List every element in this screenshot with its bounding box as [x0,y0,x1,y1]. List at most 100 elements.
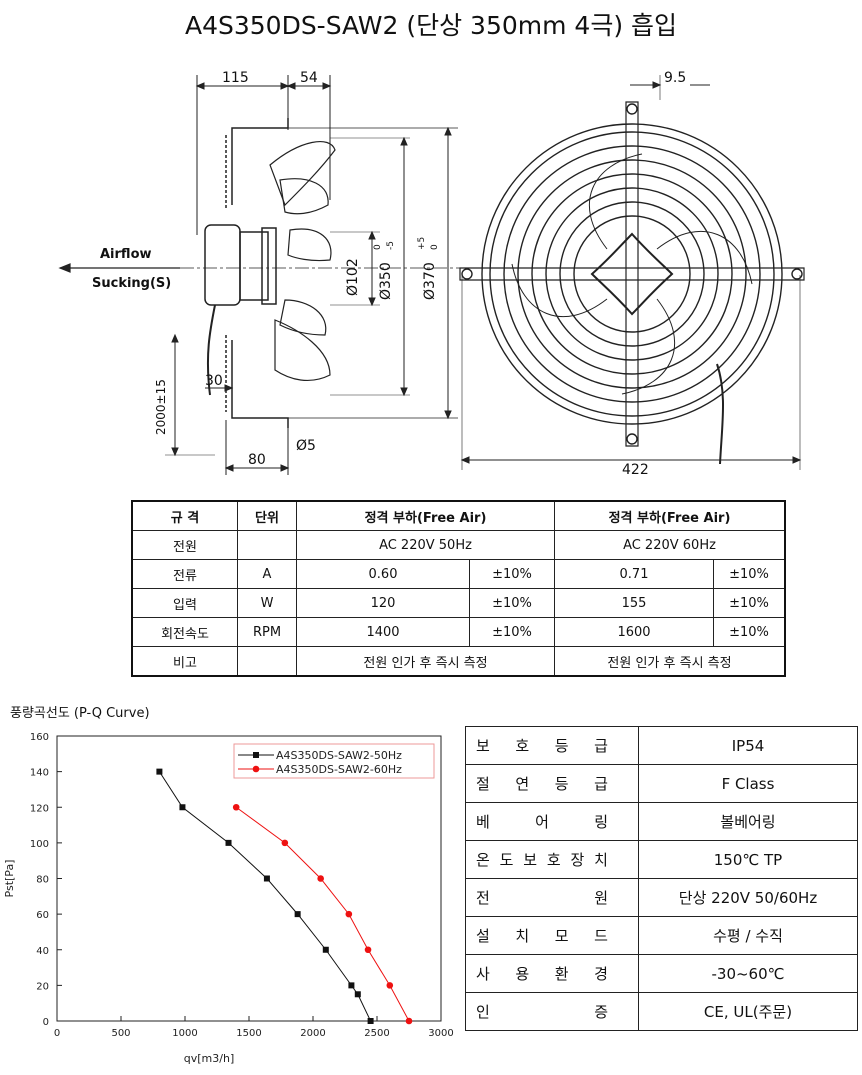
tolerance-50hz: ±10% [469,588,555,618]
cable-dimension [165,333,215,457]
data-point [294,911,301,918]
property-label-char: 드 [594,927,608,945]
property-label-char: 경 [594,965,608,983]
note-60hz: 전원 인가 후 즉시 측정 [554,646,786,677]
value-60hz: 0.71 [554,559,714,589]
property-label-char: 원 [594,889,608,907]
row-unit: RPM [237,617,297,647]
property-value: F Class [638,764,858,803]
property-label-char: 사 [476,965,490,983]
data-point [179,804,186,811]
sucking-label: Sucking(S) [92,276,171,291]
x-tick-label: 2500 [364,1028,389,1039]
motor [204,224,277,396]
table-row: 전원 AC 220V 50Hz AC 220V 60Hz [131,530,786,560]
tolerance-60hz: ±10% [713,617,786,647]
x-tick-label: 3000 [428,1028,453,1039]
y-tick-label: 20 [36,981,49,992]
property-label-char: 치 [515,927,530,945]
dia-370-label: Ø370 [422,262,438,300]
data-point [232,803,240,811]
dim-30-label: 30 [205,373,223,389]
property-label-char: 장 [570,851,585,869]
row-unit: A [237,559,297,589]
property-label-char: 어 [535,813,549,831]
row-unit [237,646,297,677]
legend-box [233,743,435,779]
legend-label: A4S350DS-SAW2-50Hz [276,749,402,762]
x-tick-label: 0 [54,1028,60,1039]
note-50hz: 전원 인가 후 즉시 측정 [296,646,555,677]
fan-guard-front [459,101,805,465]
dim-54-label: 54 [300,70,318,86]
data-point [281,839,289,847]
dim-422-label: 422 [622,462,649,478]
power-50hz: AC 220V 50Hz [296,530,555,560]
property-label-char: 전 [476,889,490,907]
property-value: 단상 220V 50/60Hz [638,878,858,917]
series-line [158,771,372,1022]
y-tick-label: 0 [43,1017,49,1028]
data-point [386,982,394,989]
y-axis-label: Pst[Pa] [3,860,16,898]
technical-drawing: 115 54 Airflow Sucking(S) [58,70,805,478]
data-point [367,1018,374,1024]
cable-length-label: 2000±15 [154,379,168,435]
data-point [156,768,163,775]
header-unit: 단위 [237,500,297,531]
y-tick-label: 120 [30,803,49,814]
tolerance-50hz: ±10% [469,559,555,589]
property-label-char: 설 [476,927,490,945]
value-60hz: 155 [554,588,714,618]
tol-350-upper: 0 [373,244,383,250]
property-label-char: 용 [515,965,530,983]
y-tick-label: 160 [30,732,49,743]
data-point [345,910,353,918]
row-label: 비고 [131,646,238,677]
row-label: 전원 [131,530,238,560]
page-title: A4S350DS-SAW2 (단상 350mm 4극) 흡입 [184,11,678,40]
property-label-char: 증 [594,1003,608,1021]
data-point [405,1017,413,1025]
dia-102-label: Ø102 [345,258,361,296]
tol-370-upper: +5 [417,237,427,250]
table-row: 입력 W 120 ±10% 155 ±10% [131,588,786,618]
power-60hz: AC 220V 60Hz [554,530,786,560]
y-tick-label: 100 [30,839,49,850]
tolerance-50hz: ±10% [469,617,555,647]
property-value: IP54 [638,726,858,765]
airflow-label: Airflow [100,247,152,262]
curve-title: 풍량곡선도 (P-Q Curve) [10,706,150,721]
property-label-char: 연 [515,775,530,793]
property-label-char: 베 [476,813,490,831]
property-row: 사 용 환 경 -30~60℃ [465,954,858,993]
header-60hz: 정격 부하(Free Air) [554,500,786,531]
fan-blades-side [269,141,336,382]
bottom-dimensions [205,75,802,475]
property-value: -30~60℃ [638,954,858,993]
x-tick-label: 1500 [236,1028,261,1039]
legend-marker [252,765,260,773]
property-label-char: 등 [554,775,569,793]
data-point [348,982,355,989]
dim-80-label: 80 [248,452,266,468]
property-label-char: 보 [523,851,538,869]
property-label-char: 환 [554,965,569,983]
y-tick-label: 80 [36,875,49,886]
tol-370-lower: 0 [430,244,440,250]
diameter-dimensions [330,126,452,420]
row-label: 회전속도 [131,617,238,647]
property-label-char: 모 [554,927,569,945]
data-point [317,875,324,882]
value-60hz: 1600 [554,617,714,647]
tol-350-lower: -5 [386,241,396,250]
